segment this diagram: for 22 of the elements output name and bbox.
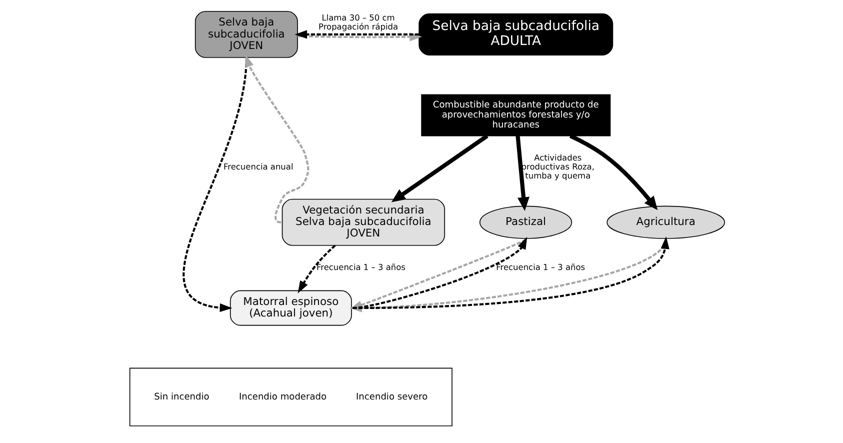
edge-label: Frecuencia anual (224, 162, 294, 172)
arrow (298, 32, 422, 42)
arrow (391, 134, 488, 202)
edge-label: Frecuencia 1 – 3 años (496, 262, 586, 272)
arrow (569, 134, 658, 210)
legend-label: Incendio severo (356, 392, 428, 402)
legend-label: Incendio moderado (239, 392, 327, 402)
arrow (245, 54, 310, 224)
node-box: Matorral espinoso (Acahual joven) (230, 290, 352, 326)
legend-label: Sin incendio (154, 392, 210, 402)
arrow (294, 30, 419, 39)
node-ellipse: Pastizal (479, 206, 572, 239)
edge-label: Frecuencia 1 – 3 años (316, 262, 406, 272)
edge-label: Actividades productivas Roza, tumba y quema (521, 152, 594, 181)
node-box: Vegetación secundaria Selva baja subcaducifolia JOVEN (282, 198, 446, 246)
arrow (516, 136, 530, 211)
node-box: Combustible abundante producto de aprovechamientos forestales y/o huracanes (421, 94, 611, 136)
node-box: Selva baja subcaducifolia ADULTA (418, 13, 614, 56)
edge-label: Llama 30 – 50 cm Propagación rápida (318, 12, 398, 32)
arrow (298, 244, 336, 294)
node-box: Selva baja subcaducifolia JOVEN (194, 10, 298, 58)
node-ellipse: Agricultura (606, 206, 726, 239)
